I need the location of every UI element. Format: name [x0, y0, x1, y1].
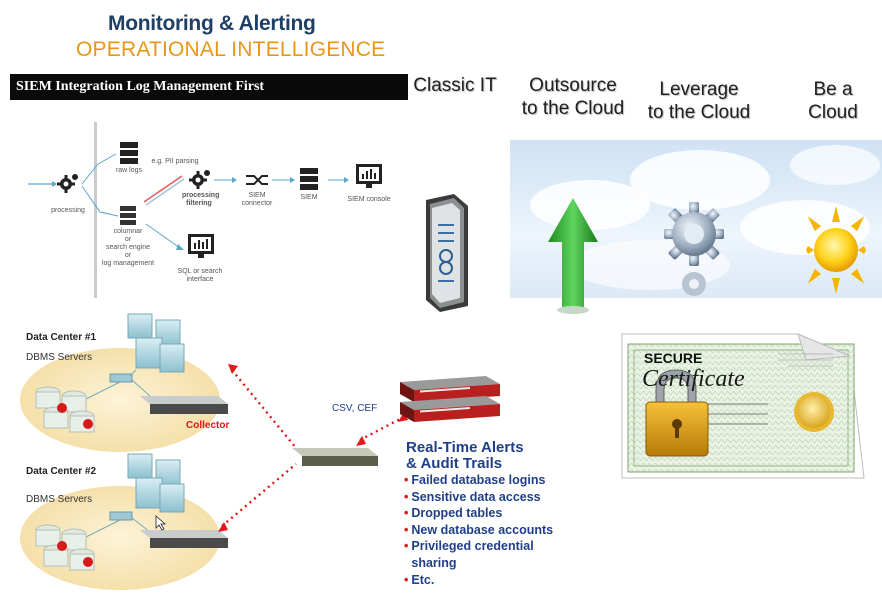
dc2-subtitle: DBMS Servers [26, 494, 93, 505]
processing-gear-icon [57, 174, 78, 193]
siem-server-stack-icon [398, 374, 502, 428]
mouse-cursor-icon [155, 515, 167, 531]
stage-outsource: Outsource to the Cloud [510, 74, 636, 120]
alert-item: •Privileged credential [404, 539, 534, 554]
alerts-list: •Failed database logins •Sensitive data … [404, 472, 553, 588]
stage-classic-it: Classic IT [410, 74, 500, 97]
alert-item: •Failed database logins [404, 473, 546, 487]
flow-label-pii: e.g. PII parsing [151, 158, 199, 165]
stage-label-2: Cloud [808, 102, 858, 123]
collector-links [221, 369, 403, 527]
dc1-servers-icon [127, 313, 185, 373]
siem-db-icon [300, 168, 318, 190]
header-title: Monitoring & Alerting [108, 12, 316, 35]
flow-label-siem: SIEM [300, 194, 318, 201]
siem-console-icon [356, 164, 382, 188]
flow-label-sql: SQL or search interface [172, 268, 228, 284]
dc2-switch-icon [109, 511, 133, 521]
stage-leverage: Leverage to the Cloud [636, 78, 762, 124]
flow-label-filtering: processing filtering [182, 192, 220, 208]
certificate-secure-text: SECURE [644, 350, 703, 366]
stage-be-a-cloud: Be a Cloud [790, 78, 876, 124]
flow-diagram-graphic [28, 122, 382, 298]
alerts-title-line2: & Audit Trails [406, 455, 503, 472]
datacenter-diagram: Data Center #1 DBMS Servers Collector Da… [0, 300, 410, 590]
alert-item: •New database accounts [404, 522, 554, 537]
flow-label-sql-1: SQL or search [177, 268, 223, 275]
flow-label-connector-2: connector [241, 200, 273, 207]
sun-icon [806, 200, 866, 300]
alert-item: •Dropped tables [404, 506, 503, 521]
flow-label-siem-console: SIEM console [347, 196, 391, 203]
flow-label-raw-logs: raw logs [115, 167, 143, 174]
dc1-title: Data Center #1 [26, 332, 97, 343]
dc1-collector-appliance-icon [140, 396, 228, 414]
flow-label-columnar-3: search engine [106, 244, 150, 251]
stage-label: Classic IT [413, 75, 497, 96]
flow-label-filtering-1: processing [182, 192, 220, 199]
stage-label-2: to the Cloud [521, 98, 625, 119]
dc2-title: Data Center #2 [26, 466, 97, 477]
flow-label-columnar-1: columnar [113, 228, 143, 235]
gold-seal-icon [794, 392, 834, 432]
dc2-database-icon [35, 524, 95, 571]
pii-link [143, 175, 183, 203]
siem-connector-icon [246, 175, 268, 185]
flow-label-connector-1: SIEM [248, 192, 266, 199]
flow-label-filtering-2: filtering [186, 200, 212, 207]
alert-item: •Sensitive data access [404, 489, 541, 504]
flow-label-connector: SIEM connector [240, 192, 274, 208]
alerts-title-line1: Real-Time Alerts [406, 439, 524, 456]
filtering-gear-icon [189, 170, 210, 189]
dc1-subtitle: DBMS Servers [26, 352, 93, 363]
alert-item: •sharing [411, 555, 457, 570]
siem-flow-diagram: processing raw logs e.g. PII parsing pro… [22, 120, 408, 300]
classic-it-server-icon [424, 194, 470, 312]
secure-certificate-image: SECURE Certificate [618, 330, 868, 480]
stage-label: Be a [813, 79, 853, 100]
columnar-db-icon [120, 206, 136, 225]
collector-label: Collector [186, 420, 230, 431]
dc1-switch-icon [109, 373, 133, 383]
flow-divider [94, 122, 97, 298]
dc1-database-icon [35, 386, 95, 433]
flow-label-columnar-4: or [124, 252, 132, 259]
certificate-title-text: Certificate [642, 366, 745, 392]
sql-interface-icon [188, 234, 214, 258]
flow-label-sql-2: interface [186, 276, 214, 283]
gear-icon [664, 196, 724, 308]
padlock-icon [645, 369, 709, 457]
flow-label-columnar: columnar or search engine or log managem… [100, 228, 156, 268]
stage-label: Leverage [659, 79, 739, 100]
flow-label-processing: processing [51, 207, 85, 214]
dc2-servers-icon [127, 453, 185, 513]
flow-label-columnar-5: log management [101, 260, 155, 267]
alert-item: •Etc. [404, 572, 435, 587]
alerts-title: Real-Time Alerts & Audit Trails [406, 440, 524, 472]
up-arrow-icon [548, 198, 598, 316]
dc2-collector-appliance-icon [140, 530, 228, 548]
central-collector-icon [292, 448, 378, 466]
stage-label-2: to the Cloud [647, 102, 751, 123]
flow-label-columnar-2: or [124, 236, 132, 243]
raw-logs-db-icon [120, 142, 138, 164]
header-subtitle: OPERATIONAL INTELLIGENCE [76, 38, 386, 61]
csv-cef-label: CSV, CEF [332, 403, 378, 414]
stage-label: Outsource [529, 75, 617, 96]
siem-banner: SIEM Integration Log Management First [10, 74, 408, 100]
